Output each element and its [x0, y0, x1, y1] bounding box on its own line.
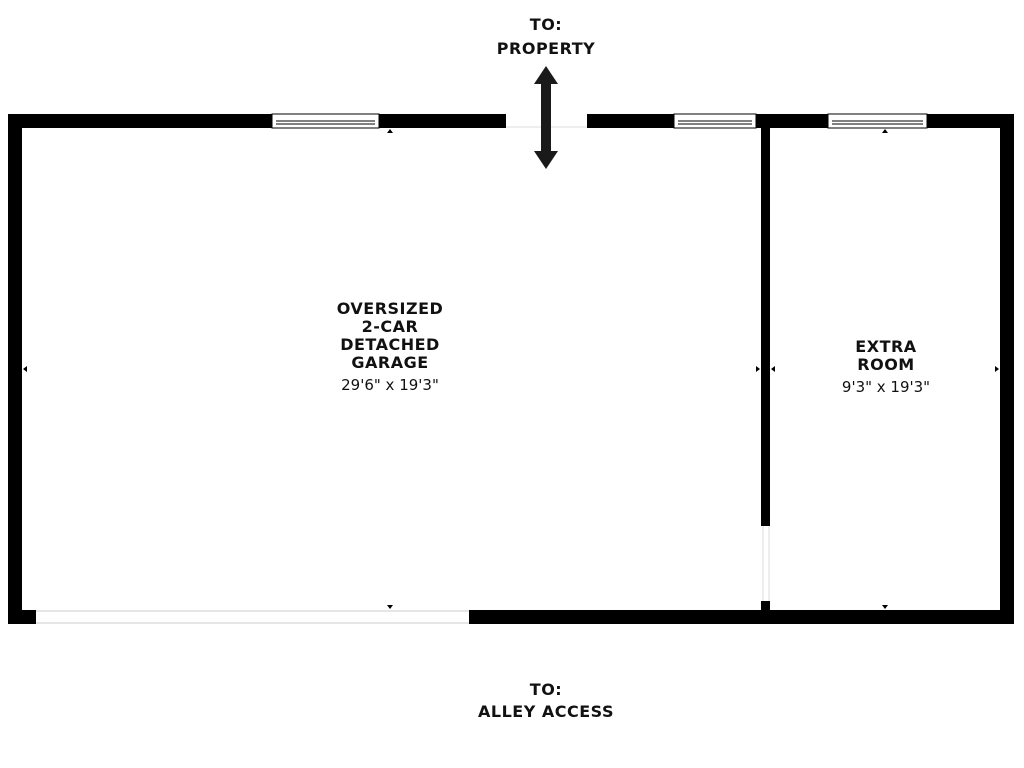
room-name-line: ROOM [857, 355, 915, 374]
room-dimensions: 9'3" x 19'3" [841, 378, 931, 396]
interior-doorway [762, 526, 770, 601]
garage-door [36, 610, 469, 624]
top-wall-right [587, 114, 1014, 128]
direction-destination: PROPERTY [496, 39, 596, 58]
room-name-line: 2-CAR [361, 317, 419, 336]
dimension-ticks [23, 129, 999, 609]
windows [271, 113, 928, 129]
room-dimensions: 29'6" x 19'3" [341, 376, 439, 394]
top-wall-left [8, 114, 506, 128]
direction-label-property: TO: PROPERTY [446, 16, 646, 58]
room-label-garage: OVERSIZED 2-CAR DETACHED GARAGE 29'6" x … [290, 299, 490, 395]
window [827, 113, 928, 129]
room-name-line: EXTRA [855, 337, 917, 356]
double-arrow-vertical-icon [534, 66, 558, 169]
window [271, 113, 380, 129]
right-wall [1000, 114, 1014, 624]
direction-prefix: TO: [529, 680, 563, 699]
interior-wall-upper [761, 114, 770, 526]
bottom-wall-left-stub [8, 610, 36, 624]
left-wall [8, 114, 22, 624]
room-label-extra-room: EXTRA ROOM 9'3" x 19'3" [786, 337, 986, 397]
interior-wall-lower [761, 601, 770, 624]
direction-destination: ALLEY ACCESS [478, 702, 614, 721]
bottom-wall-right [469, 610, 1014, 624]
direction-label-alley: TO: ALLEY ACCESS [396, 681, 696, 721]
window [673, 113, 757, 129]
room-name-line: OVERSIZED [336, 299, 444, 318]
room-name-line: DETACHED [340, 335, 440, 354]
room-name-line: GARAGE [351, 353, 429, 372]
direction-prefix: TO: [529, 15, 563, 34]
